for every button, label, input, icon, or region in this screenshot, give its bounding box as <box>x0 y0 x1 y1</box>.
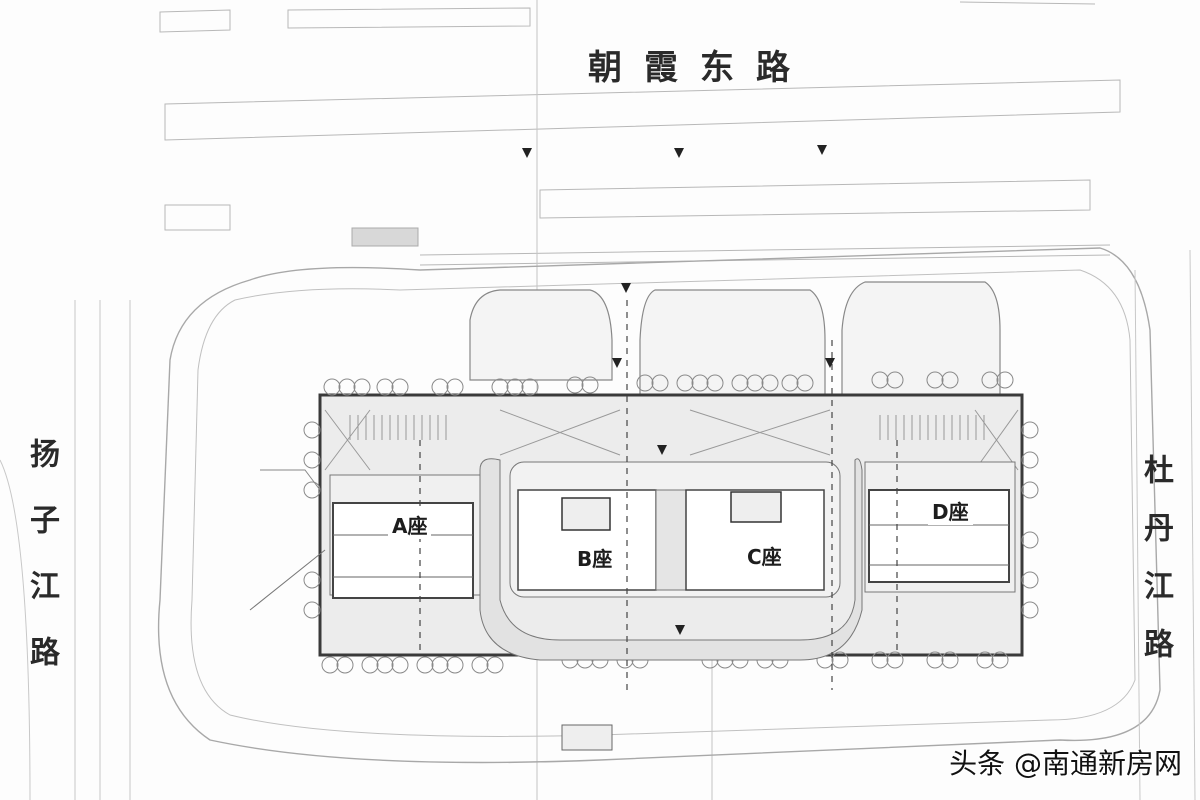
building-label-a: A座 <box>388 510 432 539</box>
building-label-c: C座 <box>743 541 786 570</box>
building-label-d: D座 <box>928 496 973 525</box>
road-label-west: 扬子江路 <box>24 438 59 702</box>
watermark: 头条 @南通新房网 <box>949 747 1182 780</box>
road-label-north: 朝霞东路 <box>588 48 812 88</box>
road-label-east: 杜丹江路 <box>1138 454 1173 686</box>
building-label-b: B座 <box>573 543 617 572</box>
